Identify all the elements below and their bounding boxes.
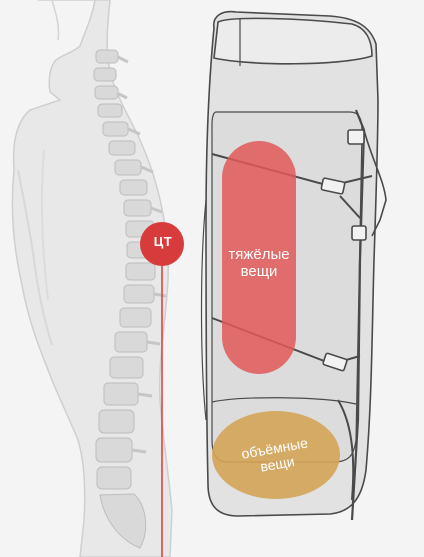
- bulky-items-zone: [212, 411, 340, 499]
- heavy-items-label-line2: вещи: [240, 263, 278, 281]
- heavy-items-zone: [222, 141, 296, 374]
- center-of-gravity-marker: [140, 222, 184, 266]
- spine: [93, 49, 167, 549]
- heavy-items-label-line1: тяжёлые: [228, 246, 290, 263]
- heavy-items-label: тяжёлые вещи: [214, 246, 304, 281]
- center-of-gravity-label: ЦТ: [153, 234, 173, 249]
